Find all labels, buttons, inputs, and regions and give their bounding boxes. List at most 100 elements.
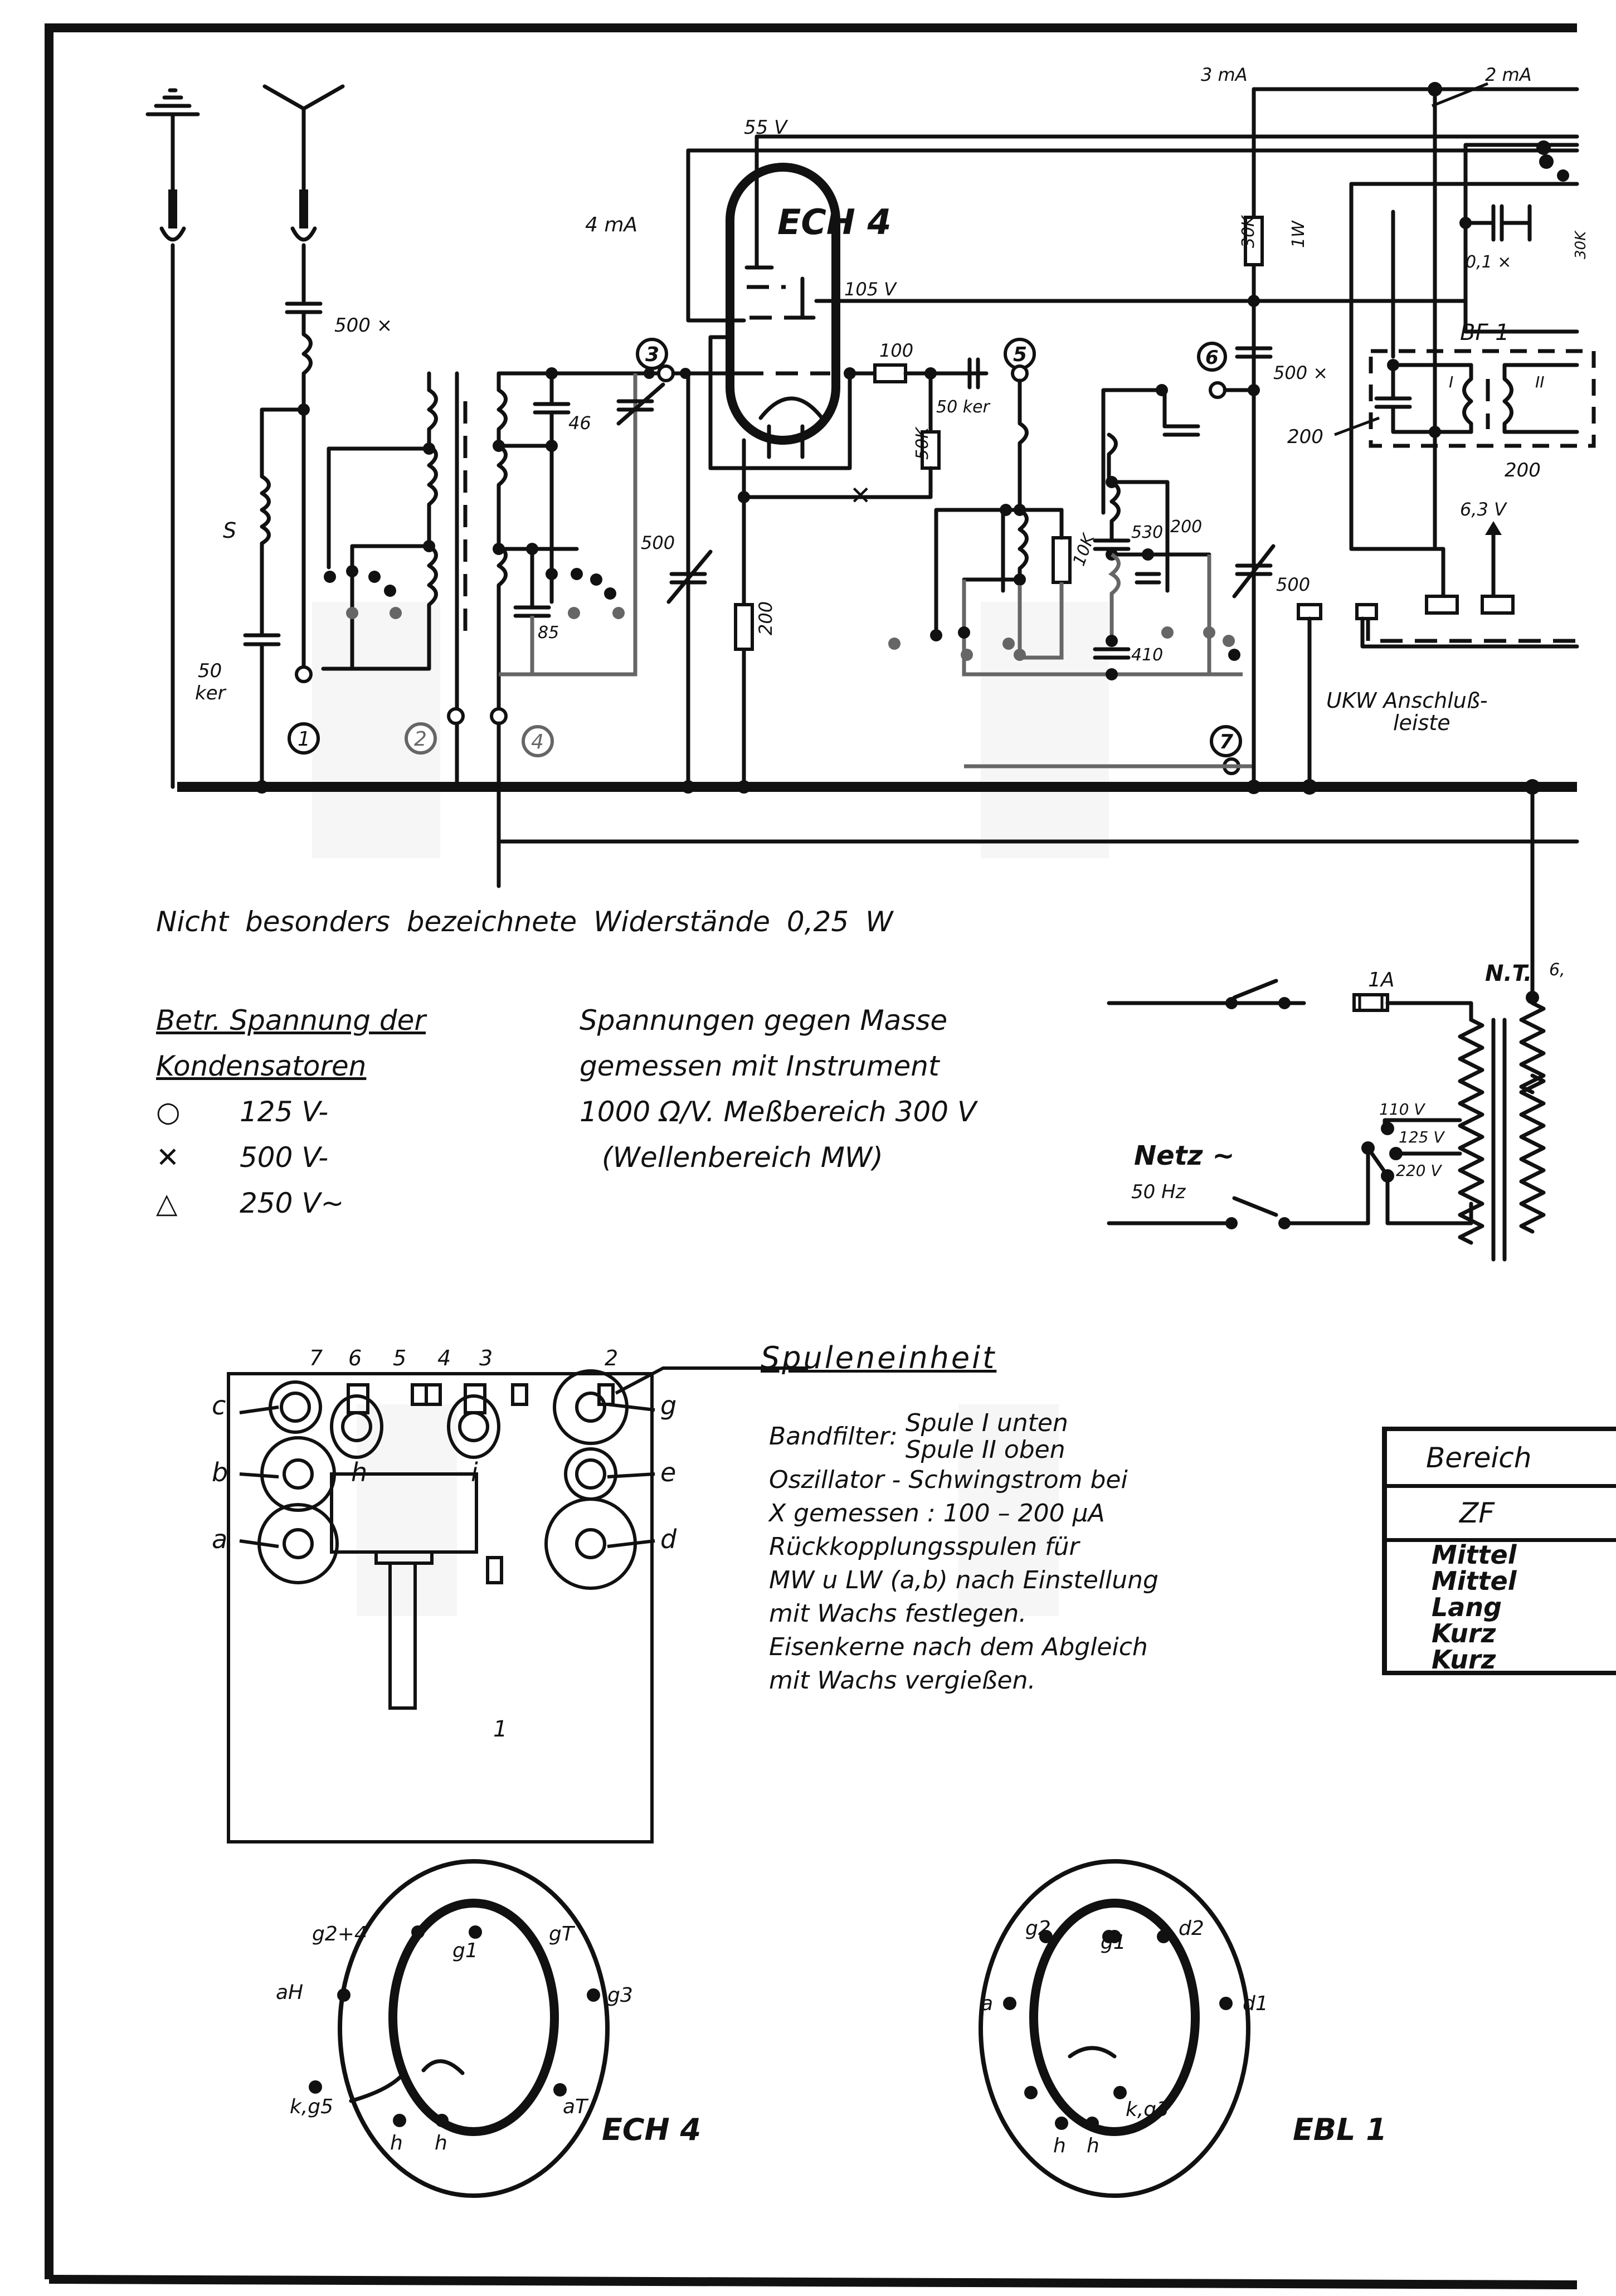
pin-label: 2	[605, 1346, 619, 1370]
coil-unit-notes: Bandfilter: Spule I unten Spule II oben …	[769, 1410, 1159, 1697]
label-tap-220: 220 V	[1396, 1161, 1442, 1180]
note-line: mit Wachs vergießen.	[769, 1666, 1036, 1695]
label-nt: N.T.	[1485, 961, 1532, 986]
label-c500-var-b: 500	[1276, 574, 1310, 595]
pin-label: k,g3	[1126, 2098, 1170, 2121]
pin-label: aT	[563, 2095, 588, 2118]
label-1w: 1W	[1289, 220, 1308, 248]
pin-label: h	[435, 2132, 447, 2154]
earth-icon	[145, 88, 200, 789]
label-r30k: 30K	[1239, 215, 1258, 248]
tube-label-ech4: ECH 4	[777, 202, 891, 242]
measurement-note: Spannungen gegen Masse gemessen mit Inst…	[580, 998, 976, 1180]
bandfilter-line: Spule I unten	[905, 1409, 1068, 1437]
note-line: mit Wachs festlegen.	[769, 1599, 1027, 1628]
label-c46: 46	[568, 412, 591, 434]
core-label: a	[212, 1524, 228, 1554]
label-fuse-1a: 1A	[1368, 969, 1395, 991]
cap-rating-legend: Betr. Spannung der Kondensatoren ○125 V-…	[156, 998, 426, 1226]
pin-label: 7	[309, 1346, 323, 1370]
core-label: e	[660, 1457, 676, 1487]
pin-label: g1	[452, 1939, 478, 1962]
label-50ker-2: 50 ker	[936, 397, 991, 417]
terminal-5: 5	[1004, 338, 1036, 370]
pin-label: 5	[393, 1346, 407, 1370]
core-label: d	[660, 1524, 677, 1554]
label-c530: 530	[1131, 523, 1163, 542]
resistor-note: Nicht besonders bezeichnete Widerstände …	[156, 906, 893, 938]
note-line: Oszillator - Schwingstrom bei	[769, 1466, 1128, 1494]
cap-rating-row: ✕500 V-	[156, 1135, 426, 1180]
label-c200-trim: 200	[1170, 517, 1202, 537]
label-tap-125: 125 V	[1399, 1128, 1445, 1146]
svg-text:2: 2	[414, 728, 427, 751]
circle-icon: ○	[156, 1096, 181, 1128]
svg-text:1: 1	[298, 728, 310, 751]
measure-line: Spannungen gegen Masse	[580, 1004, 948, 1037]
triangle-icon: △	[156, 1187, 178, 1219]
note-line: MW u LW (a,b) nach Einstellung	[769, 1566, 1159, 1594]
pin-label: 6	[348, 1346, 362, 1370]
pin-label: a	[981, 1992, 994, 2015]
pin-label: g1	[1101, 1931, 1126, 1954]
range-row: Mittel	[1432, 1540, 1517, 1570]
pin-label: h	[390, 2132, 403, 2154]
svg-text:4: 4	[531, 731, 544, 753]
label-6v3: 6,3 V	[1460, 499, 1507, 520]
note-line: Rückkopplungsspulen für	[769, 1533, 1079, 1561]
pin-label: 3	[479, 1346, 493, 1370]
pinout-title: ECH 4	[602, 2112, 702, 2147]
label-2ma: 2 mA	[1485, 64, 1532, 85]
measure-line: 1000 Ω/V. Meßbereich 300 V	[580, 1096, 977, 1128]
pin-label: h	[1087, 2134, 1099, 2157]
svg-text:5: 5	[1013, 343, 1027, 366]
label-c410: 410	[1131, 645, 1163, 665]
label-tap-110: 110 V	[1379, 1100, 1425, 1118]
pin-label: g2	[1025, 1917, 1051, 1940]
svg-text:7: 7	[1219, 731, 1233, 753]
cross-icon: ✕	[156, 1141, 179, 1174]
terminal-3: 3	[636, 338, 668, 370]
svg-text:3: 3	[645, 343, 659, 366]
bandfilter-line: Spule II oben	[905, 1436, 1065, 1464]
label-coil-i: I	[1449, 373, 1453, 391]
cap-rating-title-2: Kondensatoren	[156, 1050, 367, 1082]
label-50hz: 50 Hz	[1131, 1181, 1186, 1203]
cap-rating-row: ○125 V-	[156, 1089, 426, 1135]
label-bf1-200-right: 200	[1505, 459, 1541, 481]
pin-label-bottom: 1	[493, 1716, 508, 1742]
range-row: Kurz	[1432, 1645, 1496, 1675]
label-secondary-tap: 6,	[1549, 960, 1565, 980]
label-c85: 85	[538, 623, 559, 643]
label-r30k-right: 30K	[1573, 230, 1589, 259]
pin-label: 4	[437, 1346, 451, 1370]
svg-text:6: 6	[1205, 347, 1219, 369]
ech4-tube-symbol	[726, 163, 840, 459]
label-c500x: 500 ×	[1273, 362, 1328, 383]
label-50ker: 50	[198, 660, 222, 682]
pin-label: g2+4	[312, 1923, 367, 1945]
range-row: Kurz	[1432, 1618, 1496, 1648]
pin-label: h	[1053, 2134, 1066, 2157]
label-bf1: BF 1	[1460, 320, 1510, 346]
label-netz: Netz ~	[1134, 1140, 1235, 1171]
antenna-icon	[262, 84, 345, 303]
pin-label: aH	[276, 1981, 304, 2004]
terminal-7: 7	[1210, 725, 1242, 757]
range-table-zf: ZF	[1387, 1488, 1616, 1542]
core-label: g	[660, 1390, 677, 1421]
label-4ma: 4 mA	[585, 213, 637, 236]
label-c500-var: 500	[641, 532, 675, 553]
pin-label: d2	[1179, 1917, 1204, 1940]
label-ker: ker	[195, 682, 227, 704]
label-c-ant: 500 ×	[334, 314, 392, 337]
label-r50k: 50K	[913, 426, 932, 460]
terminal-4: 4	[522, 725, 554, 757]
terminal-6: 6	[1197, 342, 1227, 372]
measure-line: gemessen mit Instrument	[580, 1050, 940, 1082]
label-coil-ii: II	[1535, 373, 1545, 391]
note-line: X gemessen : 100 – 200 µA	[769, 1499, 1105, 1528]
range-table: Bereich ZF Mittel Mittel Lang Kurz Kurz	[1382, 1427, 1616, 1675]
core-label: b	[212, 1457, 228, 1487]
